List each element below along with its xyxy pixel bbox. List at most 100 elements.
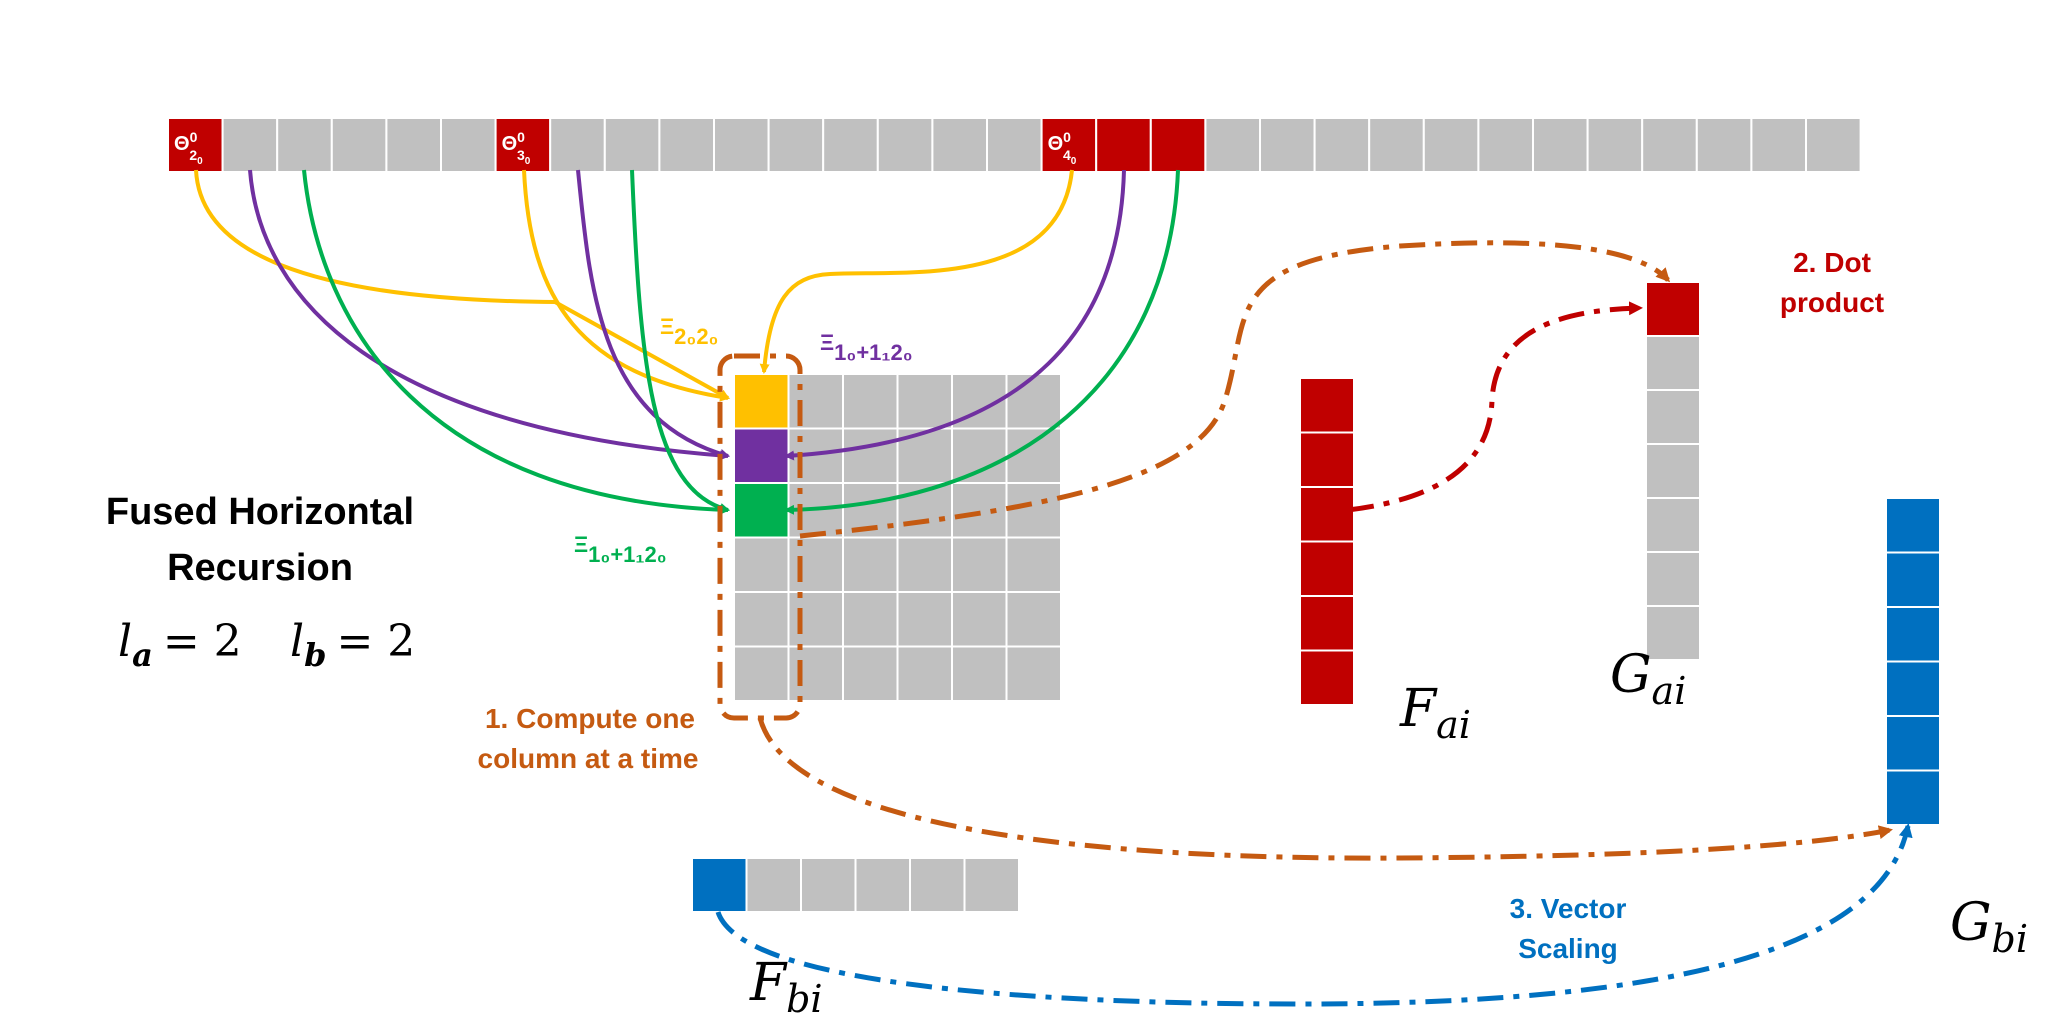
top-array-cell [385, 117, 442, 173]
matrix-cell-purple [733, 427, 790, 484]
fai-vector [1299, 377, 1355, 706]
top-array-cell [1477, 117, 1535, 173]
fai-label: Fai [1399, 679, 1471, 747]
fai-cell [1299, 377, 1355, 434]
top-array-cell [767, 117, 825, 173]
fbi-cell [963, 857, 1020, 913]
yellow-curve-3 [759, 169, 1074, 374]
top-array-cell-red [167, 117, 224, 173]
top-array-cell [876, 117, 934, 173]
orange-arrow-to-gbi [757, 717, 1893, 861]
matrix-cell [896, 591, 953, 648]
fbi-cell [909, 857, 966, 913]
top-array-cell [1586, 117, 1644, 173]
fai-cell [1299, 431, 1355, 488]
top-array-cell [1532, 117, 1589, 173]
matrix-cell [787, 373, 844, 430]
gai-vector [1645, 281, 1701, 661]
top-array-cell [822, 117, 879, 173]
step3-line2: Scaling [1518, 933, 1618, 964]
title-line1: Fused Horizontal [106, 491, 414, 533]
top-array-cell [440, 117, 497, 173]
green-curve-3 [784, 169, 1180, 515]
matrix-cell [896, 536, 953, 593]
param-lb: lb= 2 [290, 616, 415, 674]
matrix-cell-green [733, 482, 790, 539]
gbi-label: Gbi [1950, 893, 2028, 961]
top-array-cell [658, 117, 716, 173]
top-array-cell [276, 117, 333, 173]
top-array-cell [1259, 117, 1316, 173]
title-line2: Recursion [167, 547, 353, 589]
step1-line1: 1. Compute one [485, 703, 695, 734]
matrix-cell [951, 591, 1008, 648]
matrix-cell [1005, 591, 1062, 648]
gai-cell [1645, 389, 1701, 445]
gbi-cell [1885, 660, 1941, 717]
blue-arrow-vector-scaling [715, 823, 1913, 1007]
matrix-cell [787, 591, 844, 648]
matrix-cell [951, 482, 1008, 539]
top-array-cell [1641, 117, 1698, 173]
gbi-cell [1885, 715, 1941, 772]
matrix-cell [951, 645, 1008, 702]
matrix-cell [842, 427, 899, 484]
top-array-cell [931, 117, 989, 173]
gai-cell [1645, 497, 1701, 553]
matrix-cell [787, 536, 844, 593]
gbi-cell [1885, 606, 1941, 663]
xi-matrix [733, 373, 1062, 702]
workflow-arrows [715, 240, 1913, 1007]
fai-cell [1299, 540, 1355, 597]
top-array-cell [1313, 117, 1371, 173]
top-array-cell [549, 117, 606, 173]
matrix-cell [787, 645, 844, 702]
top-array-cell [713, 117, 770, 173]
top-array-cell [1805, 117, 1862, 173]
gbi-vector [1885, 497, 1941, 826]
red-arrow-dot-product [1347, 301, 1643, 513]
yellow-curve-1 [194, 169, 730, 400]
yellow-curve-2 [522, 169, 730, 402]
matrix-cell [951, 427, 1008, 484]
fbi-label: Fbi [749, 953, 823, 1021]
matrix-cell [842, 373, 899, 430]
matrix-cell [896, 373, 953, 430]
fbi-cell [800, 857, 857, 913]
gai-label: Gai [1610, 645, 1686, 713]
top-array-cell [603, 117, 661, 173]
top-array-cell [986, 117, 1043, 173]
gai-cell [1645, 551, 1701, 607]
fbi-cell [691, 857, 748, 913]
matrix-cell [896, 645, 953, 702]
connector-curves [194, 169, 1180, 515]
xi-label-yellow: Ξ2₀2₀ [660, 314, 718, 349]
step3-line1: 3. Vector [1510, 893, 1627, 924]
fbi-cell [854, 857, 911, 913]
matrix-cell [733, 591, 790, 648]
xi-label-green: Ξ1₀+1₁2₀ [574, 532, 667, 567]
step2-line2: product [1780, 287, 1884, 318]
top-array-cell-red [1040, 117, 1098, 173]
step1-line2: column at a time [478, 743, 699, 774]
matrix-cell [842, 591, 899, 648]
fai-cell [1299, 486, 1355, 543]
top-array-cell-red [1095, 117, 1152, 173]
top-array-cell [1422, 117, 1480, 173]
gai-cell [1645, 335, 1701, 391]
fbi-vector [691, 857, 1020, 913]
top-array-cell [1204, 117, 1262, 173]
top-array-cell [1750, 117, 1808, 173]
gbi-cell [1885, 551, 1941, 608]
top-array-cell-red [1149, 117, 1207, 173]
gai-cell [1645, 281, 1701, 337]
matrix-cell-yellow [733, 373, 790, 430]
gbi-cell [1885, 769, 1941, 826]
matrix-cell [1005, 373, 1062, 430]
param-la: la= 2 [118, 616, 242, 674]
step2-line1: 2. Dot [1793, 247, 1871, 278]
